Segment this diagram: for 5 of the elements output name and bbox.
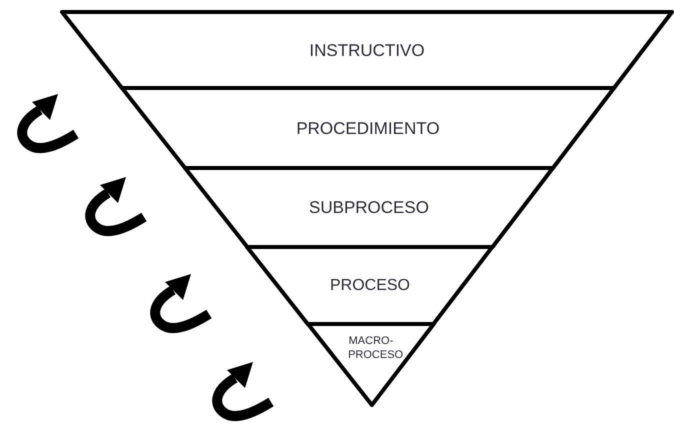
level-label: INSTRUCTIVO (308, 40, 426, 62)
level-label: SUBPROCESO (308, 197, 430, 220)
level-label: PROCESO (328, 276, 411, 296)
level-label: MACRO- PROCESO (347, 334, 404, 363)
level-label: PROCEDIMIENTO (295, 118, 441, 140)
